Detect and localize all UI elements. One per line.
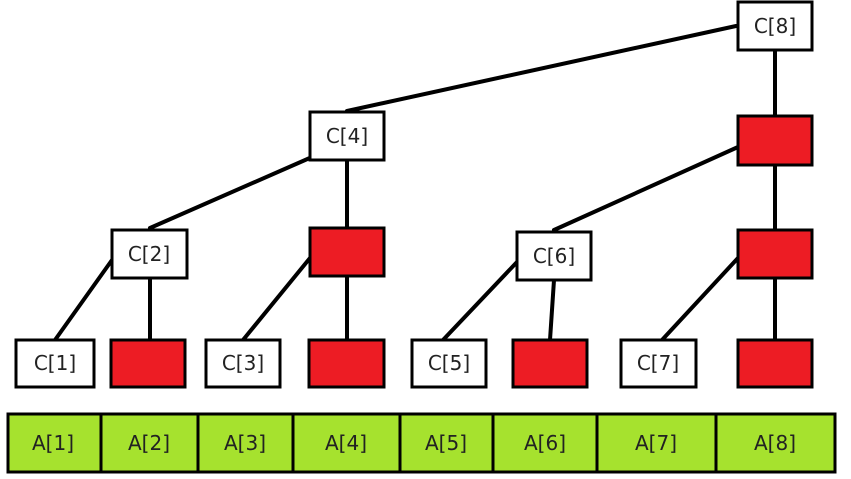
- array-cell: A[2]: [128, 431, 170, 455]
- edge-red8a-c6: [552, 145, 740, 232]
- node-c3-label: C[3]: [222, 351, 264, 375]
- node-c1: C[1]: [14, 338, 96, 389]
- node-c1-label: C[1]: [34, 351, 76, 375]
- array-cell: A[7]: [635, 431, 677, 455]
- node-c6-label: C[6]: [533, 244, 575, 268]
- edge-c2-c1: [53, 258, 114, 342]
- node-c8-label: C[8]: [754, 14, 796, 38]
- node-c8: C[8]: [736, 0, 814, 52]
- node-c7-label: C[7]: [637, 351, 679, 375]
- array-cell: A[8]: [754, 431, 796, 455]
- array-cell: A[5]: [425, 431, 467, 455]
- edge-c6-c5: [441, 260, 519, 342]
- node-c5: C[5]: [410, 338, 488, 389]
- array-cells: A[1] A[2] A[3] A[4] A[5] A[6] A[7] A[8]: [32, 431, 796, 455]
- node-c6: C[6]: [515, 230, 593, 282]
- tree-edges: [53, 24, 777, 342]
- array-row: [6, 412, 837, 474]
- node-c3: C[3]: [204, 338, 282, 389]
- node-empty-8a: [736, 114, 814, 167]
- node-empty-8c: [736, 338, 814, 389]
- node-c5-label: C[5]: [428, 351, 470, 375]
- tree-nodes: C[8] C[4] C[2] C[6] C[1] C[3] C[5]: [14, 0, 814, 389]
- array-cell: A[6]: [524, 431, 566, 455]
- edge-c4-c2: [148, 155, 314, 230]
- array-outline: [6, 412, 837, 474]
- array-cell: A[1]: [32, 431, 74, 455]
- array-cell: A[3]: [224, 431, 266, 455]
- edge-c6-red6: [548, 278, 556, 342]
- node-empty-2: [109, 338, 187, 389]
- node-c2-label: C[2]: [128, 242, 170, 266]
- edge-red4-c3: [241, 256, 312, 342]
- node-c7: C[7]: [619, 338, 698, 389]
- edge-red8b-c7: [660, 256, 740, 342]
- node-c4: C[4]: [308, 110, 386, 162]
- node-c2: C[2]: [110, 228, 189, 280]
- node-empty-4b: [307, 338, 386, 389]
- node-empty-8b: [736, 228, 814, 280]
- node-empty-6: [511, 338, 589, 389]
- array-cell: A[4]: [325, 431, 367, 455]
- edge-c8-c4: [345, 24, 738, 113]
- node-empty-4: [308, 226, 386, 278]
- node-c4-label: C[4]: [326, 124, 368, 148]
